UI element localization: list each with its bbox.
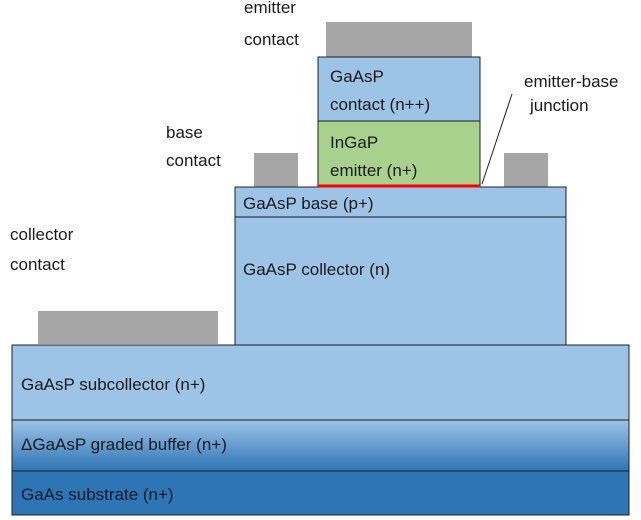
base-contact-label-line2: contact [166, 151, 221, 170]
junction-label-line2: junction [529, 96, 589, 115]
collector-contact-label-line2: contact [10, 255, 65, 274]
base-contact-label-line1: base [166, 123, 203, 142]
collector-layer-label: GaAsP collector (n) [243, 260, 390, 279]
substrate-layer [11, 470, 630, 516]
emitter-layer-label-line2: emitter (n+) [330, 161, 417, 180]
emitter-layer-label-line1: InGaP [330, 133, 378, 152]
emitter-layer [317, 120, 481, 188]
junction-label-line1: emitter-base [524, 72, 618, 91]
collector-contact-label-line1: collector [10, 225, 74, 244]
base-contact-metal-left [254, 153, 298, 187]
junction-pointer-line [481, 93, 513, 185]
emitter-contact-label-line1: emitter [244, 0, 296, 17]
base-layer [234, 186, 567, 218]
collector-contact-metal [38, 311, 218, 344]
emitter-contact-layer-label-line2: contact (n++) [330, 95, 430, 114]
base-contact-metal-right [504, 153, 548, 187]
substrate-layer-label: GaAs substrate (n+) [21, 485, 174, 504]
collector-layer [234, 216, 567, 346]
emitter-contact-layer [317, 56, 481, 122]
base-layer-label: GaAsP base (p+) [243, 194, 374, 213]
emitter-contact-label-line2: contact [244, 30, 299, 49]
emitter-contact-layer-label-line1: GaAsP [330, 67, 384, 86]
emitter-contact-metal [326, 22, 472, 57]
subcollector-layer-label: GaAsP subcollector (n+) [21, 375, 205, 394]
graded-buffer-layer [11, 419, 630, 472]
graded-buffer-layer-label: ΔGaAsP graded buffer (n+) [21, 435, 227, 454]
